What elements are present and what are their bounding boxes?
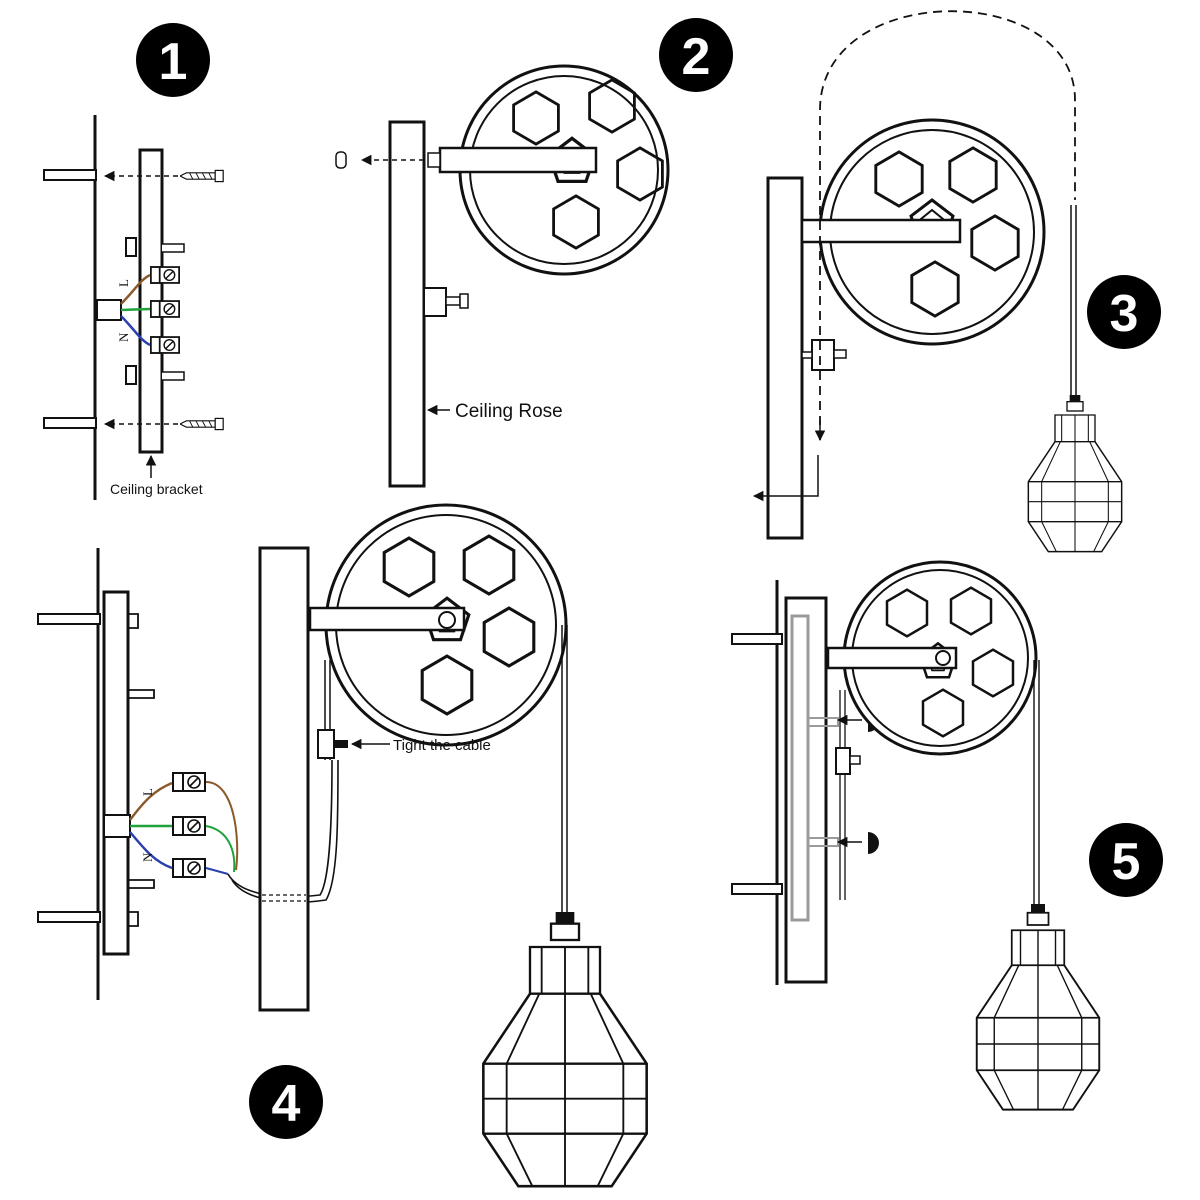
wheel-arm xyxy=(800,218,962,244)
wall-plug xyxy=(37,613,101,625)
ceiling-bracket-plate xyxy=(790,614,810,922)
ceiling-bracket-plate xyxy=(102,590,130,956)
ceiling-rose-plate xyxy=(258,546,310,1012)
screw-icon xyxy=(180,417,224,431)
terminal-block-icon xyxy=(150,266,180,284)
wire-label-neutral: N xyxy=(116,332,131,342)
step-2-panel: 2 Ceiling Rose xyxy=(335,18,733,488)
step-4-number: 4 xyxy=(272,1075,301,1133)
screw-icon xyxy=(180,169,224,183)
cage-lampshade-icon xyxy=(975,904,1101,1111)
terminal-block-icon xyxy=(172,816,206,836)
wall-plug xyxy=(731,883,783,895)
cable-clamp-icon xyxy=(317,729,348,759)
ceiling-rose-plate xyxy=(766,176,804,540)
wall-plug xyxy=(43,169,97,181)
terminal-block-icon xyxy=(150,336,180,354)
step-3-number: 3 xyxy=(1110,285,1139,343)
terminal-block-icon xyxy=(172,858,206,878)
tight-cable-label: Tight the cable xyxy=(393,737,491,754)
step-1-panel: 1 L N Ceiling bracket xyxy=(43,23,224,500)
ceiling-rose-plate xyxy=(388,120,426,488)
ceiling-rose-label: Ceiling Rose xyxy=(455,401,563,422)
cage-lampshade-icon xyxy=(1027,395,1123,553)
wheel-arm xyxy=(826,646,958,670)
cage-lampshade-icon xyxy=(482,912,648,1188)
wheel-arm xyxy=(438,146,598,174)
step-1-badge: 1 xyxy=(136,23,210,97)
wall-plug xyxy=(731,633,783,645)
step-4-panel: 4 L N xyxy=(37,503,648,1188)
wire-label-live: L xyxy=(116,279,131,287)
step-5-panel: 5 xyxy=(731,560,1163,1111)
wheel-arm xyxy=(308,606,466,632)
nut-icon xyxy=(335,151,347,169)
wire-label-neutral: N xyxy=(140,852,155,862)
wall-plug xyxy=(37,911,101,923)
terminal-block-icon xyxy=(172,772,206,792)
step-3-panel: 3 xyxy=(752,10,1161,553)
terminal-block-icon xyxy=(150,300,180,318)
step-1-number: 1 xyxy=(159,33,188,91)
step-5-badge: 5 xyxy=(1089,823,1163,897)
cable-clamp-icon xyxy=(423,287,469,317)
step-3-badge: 3 xyxy=(1087,275,1161,349)
wire-label-live: L xyxy=(140,788,155,796)
nut-icon xyxy=(868,832,879,854)
ceiling-bracket-label: Ceiling bracket xyxy=(110,481,203,497)
step-2-badge: 2 xyxy=(659,18,733,92)
cable-clamp-icon xyxy=(835,747,861,775)
step-2-number: 2 xyxy=(682,28,711,86)
step-4-badge: 4 xyxy=(249,1065,323,1139)
cable-clamp-icon xyxy=(801,339,847,371)
wall-plug xyxy=(43,417,97,429)
step-5-number: 5 xyxy=(1112,833,1141,891)
cable-route-dashed xyxy=(819,10,1076,440)
